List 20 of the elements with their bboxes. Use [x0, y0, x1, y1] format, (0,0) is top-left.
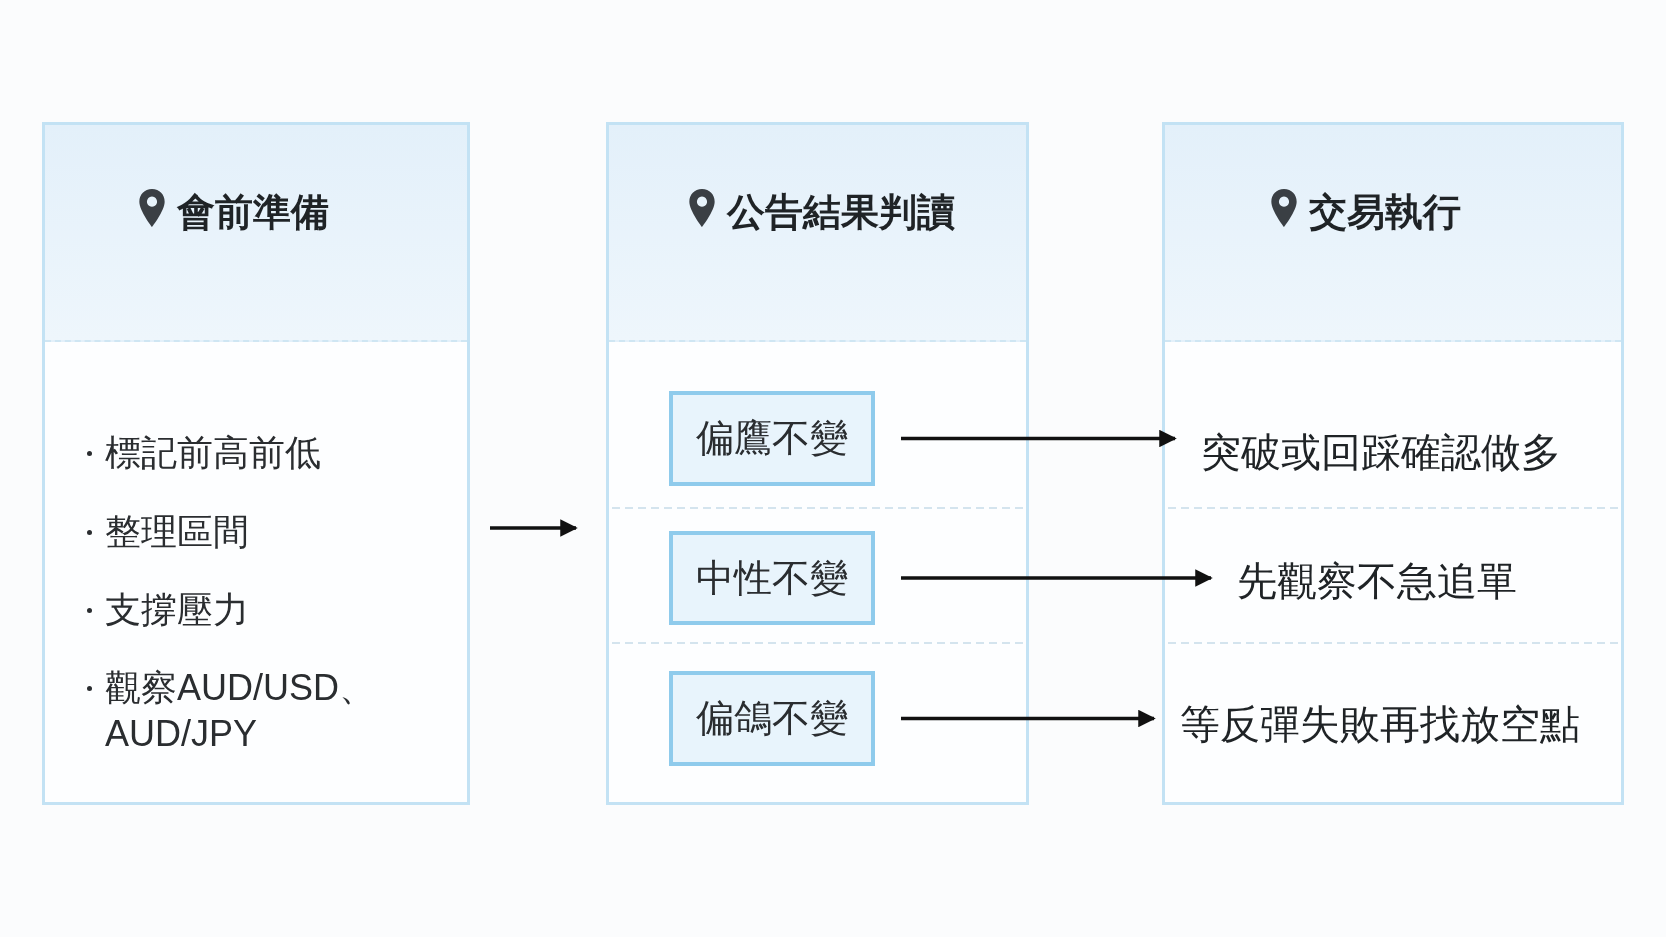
arrow — [901, 429, 1177, 448]
arrow — [901, 569, 1213, 587]
panel — [42, 122, 470, 805]
action-text: 突破或回踩確認做多 — [1201, 425, 1561, 480]
panel-heading: 公告結果判讀 — [727, 190, 955, 235]
panel — [1162, 122, 1624, 805]
action-text: 等反彈失敗再找放空點 — [1180, 697, 1580, 752]
option-box: 偏鴿不變 — [669, 671, 875, 766]
panel-heading: 會前準備 — [177, 190, 329, 235]
arrow — [901, 709, 1156, 728]
arrow — [490, 519, 578, 537]
panel — [606, 122, 1029, 805]
bullet-item: 標記前高前低 — [105, 431, 322, 475]
option-box: 偏鷹不變 — [669, 391, 875, 486]
bullet-item: 觀察AUD/USD、AUD/JPY — [105, 666, 377, 756]
bullet-item: 支撐壓力 — [105, 588, 250, 632]
bullet-item: 整理區間 — [105, 510, 250, 554]
panel-heading: 交易執行 — [1309, 190, 1461, 235]
option-box: 中性不變 — [669, 531, 875, 625]
action-text: 先觀察不急追單 — [1237, 554, 1517, 609]
